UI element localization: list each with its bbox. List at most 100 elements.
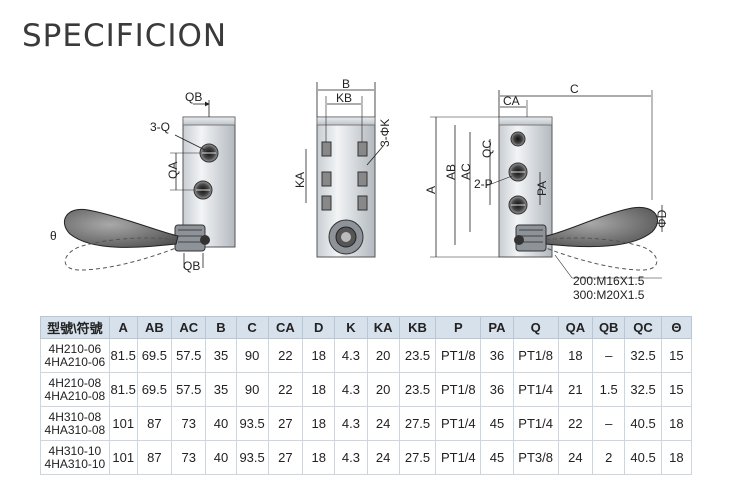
table-cell: 57.5 <box>171 338 207 373</box>
table-cell: 27.5 <box>398 440 437 475</box>
port-icon <box>199 143 219 163</box>
thread-note-200: 200:M16X1.5 <box>573 274 645 288</box>
header-model: 型號\符號 <box>40 316 110 339</box>
table-cell: PT1/8 <box>512 338 559 373</box>
table-cell: 27 <box>267 440 304 475</box>
table-cell: 35 <box>205 372 237 407</box>
table-cell: 73 <box>171 406 207 441</box>
label-a: A <box>424 186 438 194</box>
label-c: C <box>570 82 579 96</box>
table-cell: 45 <box>480 406 514 441</box>
left-view: QB 3-Q QA θ QB <box>50 90 236 273</box>
table-cell: 2 <box>592 440 626 475</box>
port-icon <box>508 162 528 182</box>
table-cell: PT1/4 <box>435 406 482 441</box>
table-cell: 24 <box>557 440 594 475</box>
label-qb-top: QB <box>185 90 202 104</box>
label-qc: QC <box>480 140 494 158</box>
table-cell: 69.5 <box>136 338 173 373</box>
table-cell: 32.5 <box>624 372 662 407</box>
port-icon <box>193 180 213 200</box>
table-cell: 40.5 <box>624 440 662 475</box>
table-cell: 81.5 <box>108 338 138 373</box>
label-qa: QA <box>166 162 180 179</box>
table-cell: 22 <box>267 372 304 407</box>
table-cell: 15 <box>660 372 693 407</box>
port-icon <box>508 195 528 215</box>
table-cell: 23.5 <box>398 372 437 407</box>
table-cell: 18 <box>302 372 336 407</box>
label-ab: AB <box>444 164 458 180</box>
header-k: K <box>334 316 368 339</box>
header-b: B <box>205 316 237 339</box>
table-cell: PT1/4 <box>512 372 559 407</box>
table-cell: 18 <box>660 406 693 441</box>
header-theta: Θ <box>660 316 693 339</box>
label-2p: 2-P <box>474 177 493 191</box>
table-cell: PT1/8 <box>435 372 482 407</box>
table-cell: 81.5 <box>108 372 138 407</box>
technical-drawing: QB 3-Q QA θ QB B <box>50 77 669 302</box>
header-qb: QB <box>592 316 626 339</box>
table-cell: 20 <box>366 372 400 407</box>
table-cell: – <box>592 406 626 441</box>
table-cell: PT1/4 <box>435 440 482 475</box>
header-pa: PA <box>480 316 514 339</box>
table-cell: 40.5 <box>624 406 662 441</box>
label-ka: KA <box>293 172 307 188</box>
table-cell: 24 <box>366 406 400 441</box>
table-cell: 40 <box>205 440 237 475</box>
table-cell: 23.5 <box>398 338 437 373</box>
table-cell: 36 <box>480 372 514 407</box>
table-cell: 4.3 <box>334 406 368 441</box>
table-cell: 36 <box>480 338 514 373</box>
table-cell: 45 <box>480 440 514 475</box>
label-qb-bottom: QB <box>183 259 200 273</box>
table-cell: 4.3 <box>334 440 368 475</box>
table-cell: 4.3 <box>334 338 368 373</box>
header-qc: QC <box>624 316 662 339</box>
label-ac: AC <box>459 163 473 180</box>
header-qa: QA <box>557 316 594 339</box>
table-cell: 57.5 <box>171 372 207 407</box>
table-cell: PT1/4 <box>512 406 559 441</box>
label-ca: CA <box>503 94 520 108</box>
table-cell: 4.3 <box>334 372 368 407</box>
table-cell: 32.5 <box>624 338 662 373</box>
table-cell: 20 <box>366 338 400 373</box>
table-cell: 93.5 <box>235 406 269 441</box>
table-cell: 101 <box>108 406 138 441</box>
table-cell: 18 <box>302 440 336 475</box>
table-cell: 18 <box>660 440 693 475</box>
table-cell: 87 <box>136 440 173 475</box>
header-kb: KB <box>398 316 437 339</box>
right-view: C CA A AB AC QC 2-P PA ΦD 200:M16X1.5 30… <box>424 82 669 302</box>
table-cell: 35 <box>205 338 237 373</box>
label-b: B <box>342 77 350 91</box>
spec-table: 型號\符號 A AB AC B C CA D K KA KB P PA Q QA… <box>40 316 693 475</box>
header-ab: AB <box>136 316 173 339</box>
table-cell: 22 <box>267 338 304 373</box>
table-cell: 18 <box>302 406 336 441</box>
header-ac: AC <box>171 316 207 339</box>
table-header-row: 型號\符號 A AB AC B C CA D K KA KB P PA Q QA… <box>40 316 693 339</box>
table-cell: 22 <box>557 406 594 441</box>
table-cell: 101 <box>108 440 138 475</box>
table-cell: 27.5 <box>398 406 437 441</box>
table-cell: 15 <box>660 338 693 373</box>
header-p: P <box>435 316 482 339</box>
header-ca: CA <box>267 316 304 339</box>
label-pa: PA <box>535 181 549 196</box>
header-a: A <box>108 316 138 339</box>
lever-knob-icon <box>328 219 364 255</box>
lever-handle-icon <box>545 206 658 248</box>
table-cell: 1.5 <box>592 372 626 407</box>
table-cell: 93.5 <box>235 440 269 475</box>
